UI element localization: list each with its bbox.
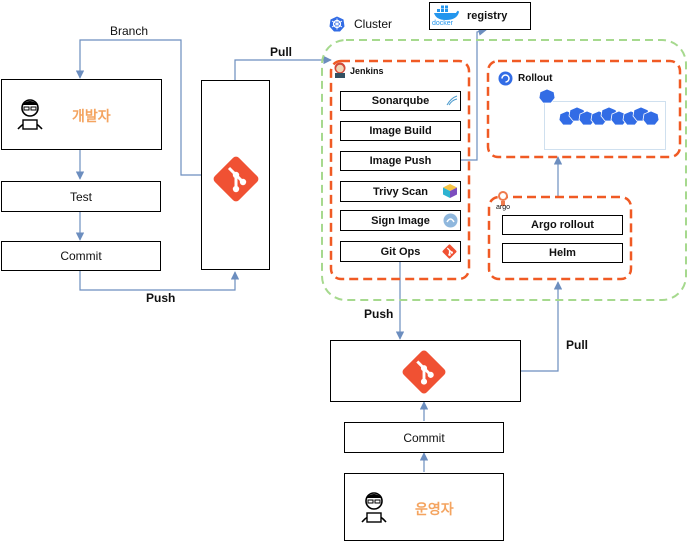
k8s-pod-group-icon	[539, 89, 660, 126]
test-box: Test	[1, 181, 161, 212]
stage-git-ops: Git Ops	[340, 241, 461, 262]
rollout-icon	[498, 71, 513, 86]
push-label-bottom: Push	[364, 307, 394, 321]
operator-box: 운영자	[344, 473, 504, 541]
pull-label-bottom: Pull	[566, 338, 589, 352]
kubernetes-icon	[329, 16, 345, 32]
developer-icon	[17, 99, 43, 130]
branch-label: Branch	[110, 24, 149, 38]
git-icon-bottom	[402, 350, 446, 394]
stage-sonarqube: Sonarqube	[340, 91, 461, 111]
push-label-left: Push	[146, 291, 176, 305]
operator-label: 운영자	[415, 501, 454, 517]
jenkins-title: Jenkins	[350, 66, 384, 76]
trivy-icon	[443, 184, 457, 198]
stage-trivy-scan: Trivy Scan	[340, 181, 461, 202]
argo-icon	[498, 191, 508, 206]
commit-box-bottom: Commit	[344, 422, 504, 453]
developer-box: 개발자	[1, 79, 162, 150]
jenkins-icon	[334, 62, 346, 78]
docker-label: docker	[432, 20, 454, 27]
test-label: Test	[69, 189, 92, 204]
registry-box: docker registry	[429, 2, 531, 30]
helm-item: Helm	[502, 243, 623, 263]
git-icon	[213, 156, 259, 202]
stage-image-build: Image Build	[340, 121, 461, 141]
sonarqube-icon	[446, 95, 458, 106]
commit-label-bottom: Commit	[403, 430, 445, 445]
pull-label-top: Pull	[270, 45, 293, 59]
registry-label: registry	[467, 10, 508, 22]
developer-label: 개발자	[72, 108, 111, 124]
commit-box-left: Commit	[1, 241, 161, 271]
docker-icon	[434, 5, 459, 20]
argo-rollout-item: Argo rollout	[502, 215, 623, 235]
argo-logo-text: argo	[496, 204, 511, 211]
cosign-icon	[443, 213, 458, 228]
stage-sign-image: Sign Image	[340, 210, 461, 231]
rollout-title: Rollout	[518, 73, 553, 84]
stage-image-push: Image Push	[340, 151, 461, 171]
git-small-icon	[442, 244, 457, 259]
operator-icon	[361, 492, 387, 523]
commit-label-left: Commit	[60, 249, 102, 263]
git-repo-box-bottom	[330, 340, 521, 402]
git-repo-box-left	[201, 80, 270, 270]
cluster-title: Cluster	[354, 17, 393, 31]
